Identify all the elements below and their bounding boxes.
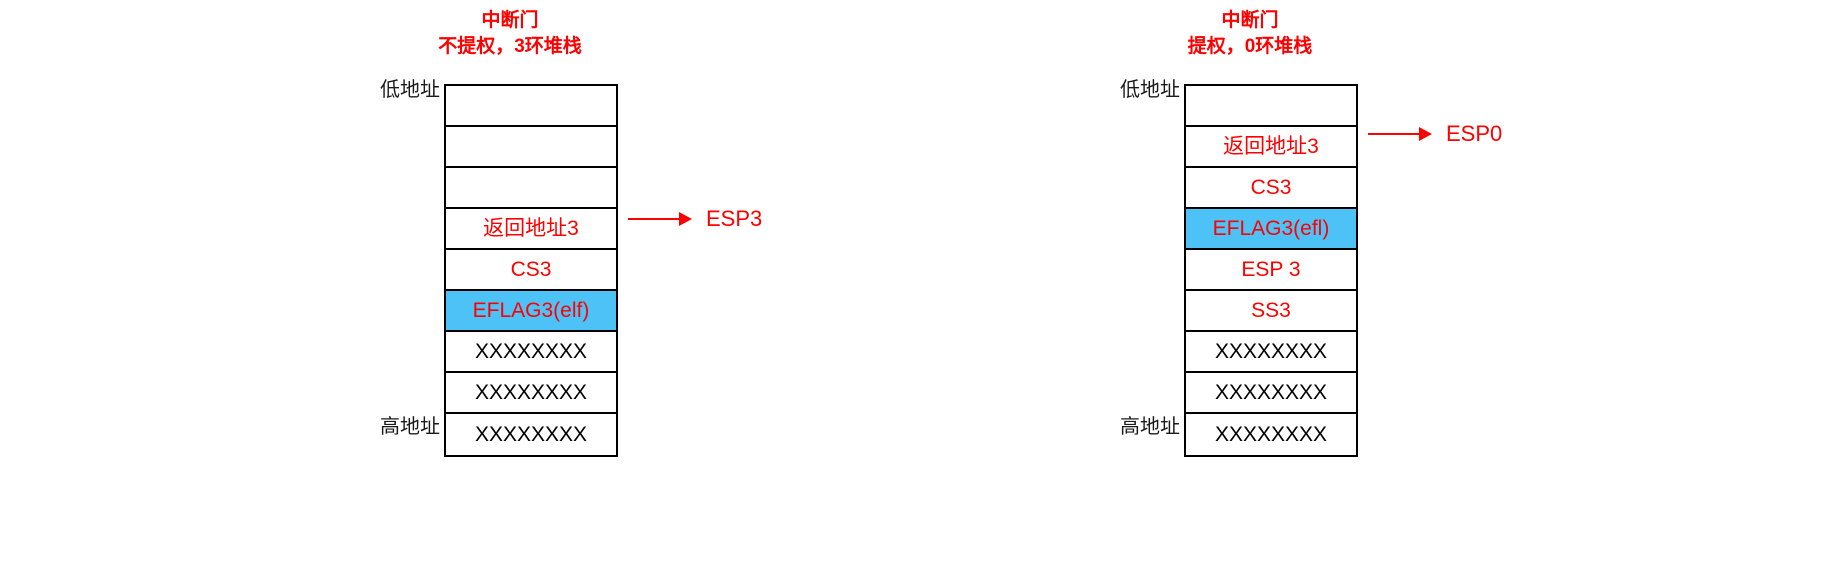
stack-cell-text: SS3 [1251,299,1291,322]
stack-row [446,86,616,127]
right-arrow-icon-line [1368,132,1420,136]
stack-cell-text: EFLAG3(efl) [1212,217,1330,240]
right-arrow-icon [679,212,692,226]
stack-table-right: 返回地址3 CS3 EFLAG3(efl) ESP 3 SS3 XXXXXXXX… [1184,84,1358,457]
stack-row-ss: SS3 [1186,291,1356,332]
high-address-label-right: 高地址 [1120,416,1180,438]
low-address-label-left: 低地址 [380,79,440,101]
stack-row-eflags: EFLAG3(efl) [1186,209,1356,250]
stack-cell-text: XXXXXXXX [474,340,588,363]
stack-cell-text: CS3 [510,258,552,281]
stack-row: XXXXXXXX [1186,373,1356,414]
stack-table-left: 返回地址3 CS3 EFLAG3(elf) XXXXXXXX XXXXXXXX … [444,84,618,457]
panel-title-no-privilege-change: 中断门 不提权，3环堆栈 [380,8,640,60]
stack-cell-text: CS3 [1250,176,1292,199]
stack-row: XXXXXXXX [446,332,616,373]
esp3-pointer: ESP3 [628,207,762,231]
stack-row: XXXXXXXX [1186,414,1356,455]
stack-row [1186,86,1356,127]
stack-row-cs: CS3 [1186,168,1356,209]
stack-cell-text: ESP 3 [1241,258,1301,281]
panel-title-line-1: 中断门 [481,10,539,31]
esp0-pointer-label: ESP0 [1446,121,1503,146]
panel-title-line-2: 提权，0环堆栈 [1187,36,1313,57]
stack-cell-text: XXXXXXXX [1214,381,1328,404]
stack-row: XXXXXXXX [446,414,616,455]
stack-cell-text: XXXXXXXX [1214,423,1328,446]
stack-cell-text: 返回地址3 [1223,135,1319,158]
stack-row: XXXXXXXX [1186,332,1356,373]
stack-cell-text: XXXXXXXX [474,381,588,404]
panel-title-line-1: 中断门 [1221,10,1279,31]
panel-title-privilege-change: 中断门 提权，0环堆栈 [1120,8,1380,60]
stack-row-esp: ESP 3 [1186,250,1356,291]
stack-cell-text: XXXXXXXX [1214,340,1328,363]
stack-row [446,127,616,168]
stack-row-cs: CS3 [446,250,616,291]
high-address-label-left: 高地址 [380,416,440,438]
stack-cell-text: EFLAG3(elf) [472,299,590,322]
low-address-label-right: 低地址 [1120,79,1180,101]
panel-title-line-2: 不提权，3环堆栈 [438,36,582,57]
stack-row-return-address: 返回地址3 [1186,127,1356,168]
stack-row: XXXXXXXX [446,373,616,414]
right-arrow-icon [1419,127,1432,141]
stack-row [446,168,616,209]
stack-row-return-address: 返回地址3 [446,209,616,250]
esp3-pointer-label: ESP3 [706,206,763,231]
esp0-pointer: ESP0 [1368,122,1502,146]
right-arrow-icon-line [628,217,680,221]
stack-cell-text: XXXXXXXX [474,423,588,446]
stack-cell-text: 返回地址3 [483,217,579,240]
stack-row-eflags: EFLAG3(elf) [446,291,616,332]
